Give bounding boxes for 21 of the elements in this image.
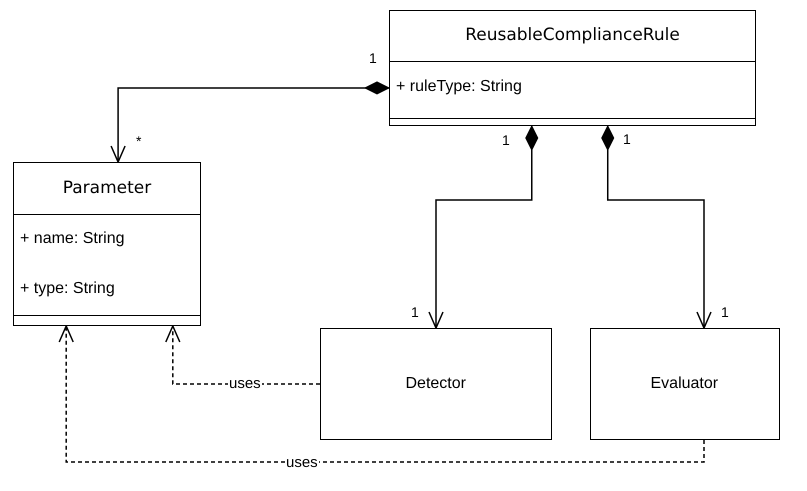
class-box: [389, 10, 756, 126]
component-name: Evaluator: [650, 374, 718, 392]
class-box: [13, 162, 201, 326]
class-name: ReusableComplianceRule: [465, 25, 680, 45]
multiplicity-label: 1: [411, 304, 419, 320]
component-name: Detector: [406, 374, 466, 392]
multiplicity-label: 1: [502, 132, 510, 148]
attribute-text: + name: String: [20, 230, 124, 248]
attribute-text: + ruleType: String: [396, 78, 522, 96]
multiplicity-label: 1: [623, 131, 631, 147]
dependency-arrow: [58, 325, 705, 463]
composition-arrow: [110, 81, 390, 163]
attribute-text: + type: String: [20, 280, 115, 298]
composition-arrow: [601, 126, 712, 329]
multiplicity-label: 1: [369, 50, 377, 66]
multiplicity-label: *: [136, 133, 142, 149]
component-box: [590, 328, 780, 440]
multiplicity-label: 1: [721, 304, 729, 320]
composition-arrow: [428, 126, 538, 329]
class-name: Parameter: [62, 178, 152, 198]
component-box: [320, 328, 552, 440]
